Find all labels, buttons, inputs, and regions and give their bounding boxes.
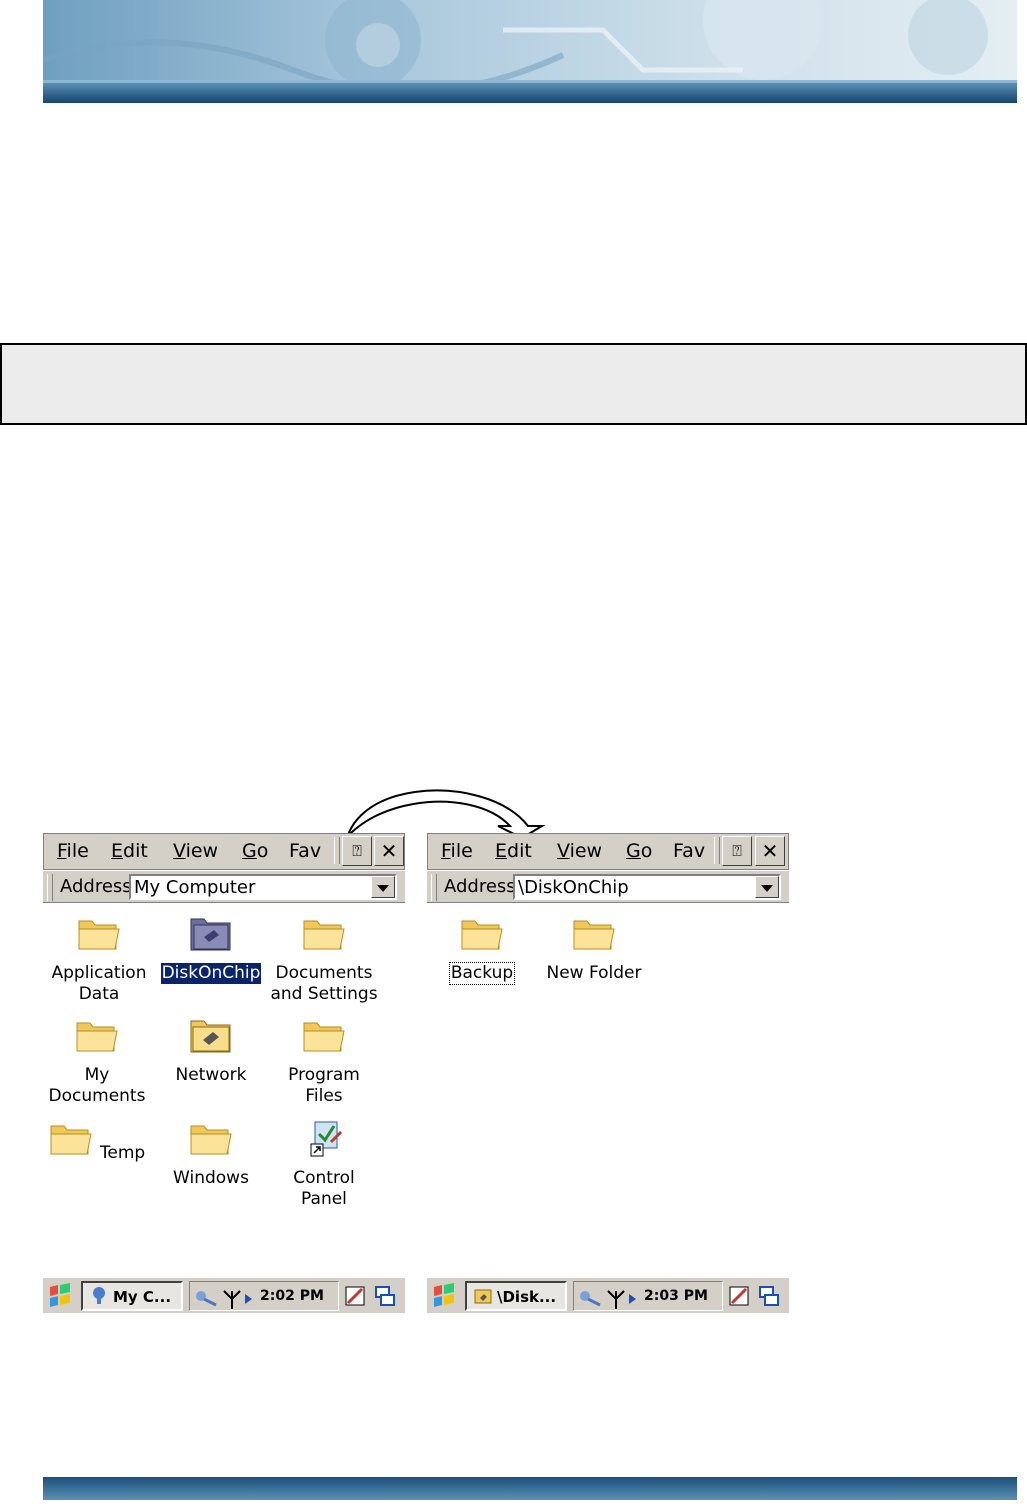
help-button[interactable]: ⍰ <box>722 836 752 866</box>
address-grip[interactable] <box>431 874 437 901</box>
address-value: My Computer <box>134 877 256 898</box>
menu-favorites[interactable]: Fav <box>673 840 706 862</box>
menu-view[interactable]: View <box>173 840 219 862</box>
address-dropdown-button[interactable] <box>755 876 779 898</box>
item-label: My Documents <box>48 1065 146 1106</box>
my-computer-icon <box>93 1287 105 1304</box>
left-taskbar: My C... 2:02 PM <box>43 1277 405 1313</box>
control-panel-icon <box>310 1121 343 1157</box>
help-button[interactable]: ⍰ <box>342 836 372 866</box>
menu-edit[interactable]: Edit <box>111 840 148 862</box>
address-label: Address <box>60 876 132 897</box>
antenna-icon[interactable] <box>604 1287 628 1311</box>
menu-file[interactable]: File <box>441 840 473 862</box>
switch-windows-icon[interactable] <box>373 1284 397 1308</box>
address-input[interactable]: \DiskOnChip <box>513 874 781 900</box>
folder-icon <box>303 920 345 950</box>
curved-arrow-icon <box>330 789 546 868</box>
folder-icon <box>461 920 503 950</box>
start-windows-icon[interactable] <box>429 1282 459 1310</box>
menu-view[interactable]: View <box>557 840 603 862</box>
item-label: Documents and Settings <box>270 963 378 1004</box>
address-bar: Address \DiskOnChip <box>427 871 789 903</box>
tray-arrow-icon[interactable] <box>242 1287 254 1311</box>
item-windows[interactable]: Windows <box>154 1118 268 1189</box>
tray-arrow-icon[interactable] <box>626 1287 638 1311</box>
address-dropdown-button[interactable] <box>371 876 395 898</box>
antenna-icon[interactable] <box>220 1287 244 1311</box>
disk-folder-icon <box>474 1289 492 1304</box>
clock[interactable]: 2:03 PM <box>644 1288 708 1304</box>
header-banner <box>43 0 1017 103</box>
input-panel-icon[interactable] <box>727 1284 751 1308</box>
folder-icon <box>50 1125 92 1155</box>
item-label: Network <box>175 1065 247 1085</box>
close-button[interactable]: ✕ <box>374 836 404 866</box>
toolbar-grip[interactable] <box>334 837 340 864</box>
taskbar-task-button[interactable]: My C... <box>81 1281 183 1311</box>
item-diskonchip[interactable]: DiskOnChip <box>154 913 268 984</box>
close-icon: ✕ <box>380 839 398 863</box>
input-panel-icon[interactable] <box>343 1284 367 1308</box>
left-explorer-window: File Edit View Go Fav ⍰ ✕ Address My Com… <box>43 833 405 1213</box>
folder-icon <box>573 920 615 950</box>
item-new-folder[interactable]: New Folder <box>537 913 651 984</box>
toolbar-grip[interactable] <box>714 837 720 864</box>
address-label: Address <box>444 876 516 897</box>
note-box <box>0 343 1027 425</box>
address-input[interactable]: My Computer <box>129 874 397 900</box>
help-icon: ⍰ <box>732 841 742 860</box>
right-explorer-window: File Edit View Go Fav ⍰ ✕ Address \DiskO… <box>427 833 789 1213</box>
menu-bar: File Edit View Go Fav ⍰ ✕ <box>43 833 405 870</box>
item-control-panel[interactable]: Control Panel <box>267 1118 381 1210</box>
address-grip[interactable] <box>47 874 53 901</box>
item-network[interactable]: Network <box>154 1015 268 1086</box>
close-button[interactable]: ✕ <box>755 836 785 866</box>
item-temp[interactable]: Temp <box>40 1118 154 1164</box>
right-taskbar: \Disk... 2:03 PM <box>427 1277 789 1313</box>
item-label: Program Files <box>288 1065 360 1106</box>
system-tray: 2:02 PM <box>189 1281 339 1311</box>
item-backup[interactable]: Backup <box>425 913 539 985</box>
disk-folder-icon <box>190 918 231 951</box>
item-label: New Folder <box>546 963 642 983</box>
item-documents-and-settings[interactable]: Documents and Settings <box>267 913 381 1005</box>
menu-file[interactable]: File <box>57 840 89 862</box>
menu-bar: File Edit View Go Fav ⍰ ✕ <box>427 833 789 870</box>
network-status-icon[interactable] <box>578 1287 602 1311</box>
folder-icon <box>76 1022 118 1052</box>
item-my-documents[interactable]: My Documents <box>40 1015 154 1107</box>
item-label: Application Data <box>51 963 147 1004</box>
folder-icon <box>78 920 120 950</box>
item-program-files[interactable]: Program Files <box>267 1015 381 1107</box>
help-icon: ⍰ <box>352 841 362 860</box>
item-label: Temp <box>99 1143 146 1163</box>
menu-edit[interactable]: Edit <box>495 840 532 862</box>
clock[interactable]: 2:02 PM <box>260 1288 324 1304</box>
footer-bar <box>43 1477 1017 1500</box>
close-icon: ✕ <box>761 839 779 863</box>
menu-go[interactable]: Go <box>626 840 653 862</box>
network-folder-icon <box>190 1020 231 1053</box>
taskbar-task-button[interactable]: \Disk... <box>465 1281 567 1311</box>
item-label: Windows <box>173 1168 249 1188</box>
folder-icon <box>190 1125 232 1155</box>
item-label: Control Panel <box>293 1168 355 1209</box>
switch-windows-icon[interactable] <box>757 1284 781 1308</box>
menu-go[interactable]: Go <box>242 840 269 862</box>
menu-favorites[interactable]: Fav <box>289 840 322 862</box>
item-application-data[interactable]: Application Data <box>42 913 156 1005</box>
address-value: \DiskOnChip <box>518 877 629 898</box>
address-bar: Address My Computer <box>43 871 405 903</box>
item-label: Backup <box>448 962 516 985</box>
item-label: DiskOnChip <box>160 963 262 984</box>
network-status-icon[interactable] <box>194 1287 218 1311</box>
folder-icon <box>303 1022 345 1052</box>
system-tray: 2:03 PM <box>573 1281 723 1311</box>
start-windows-icon[interactable] <box>45 1282 75 1310</box>
